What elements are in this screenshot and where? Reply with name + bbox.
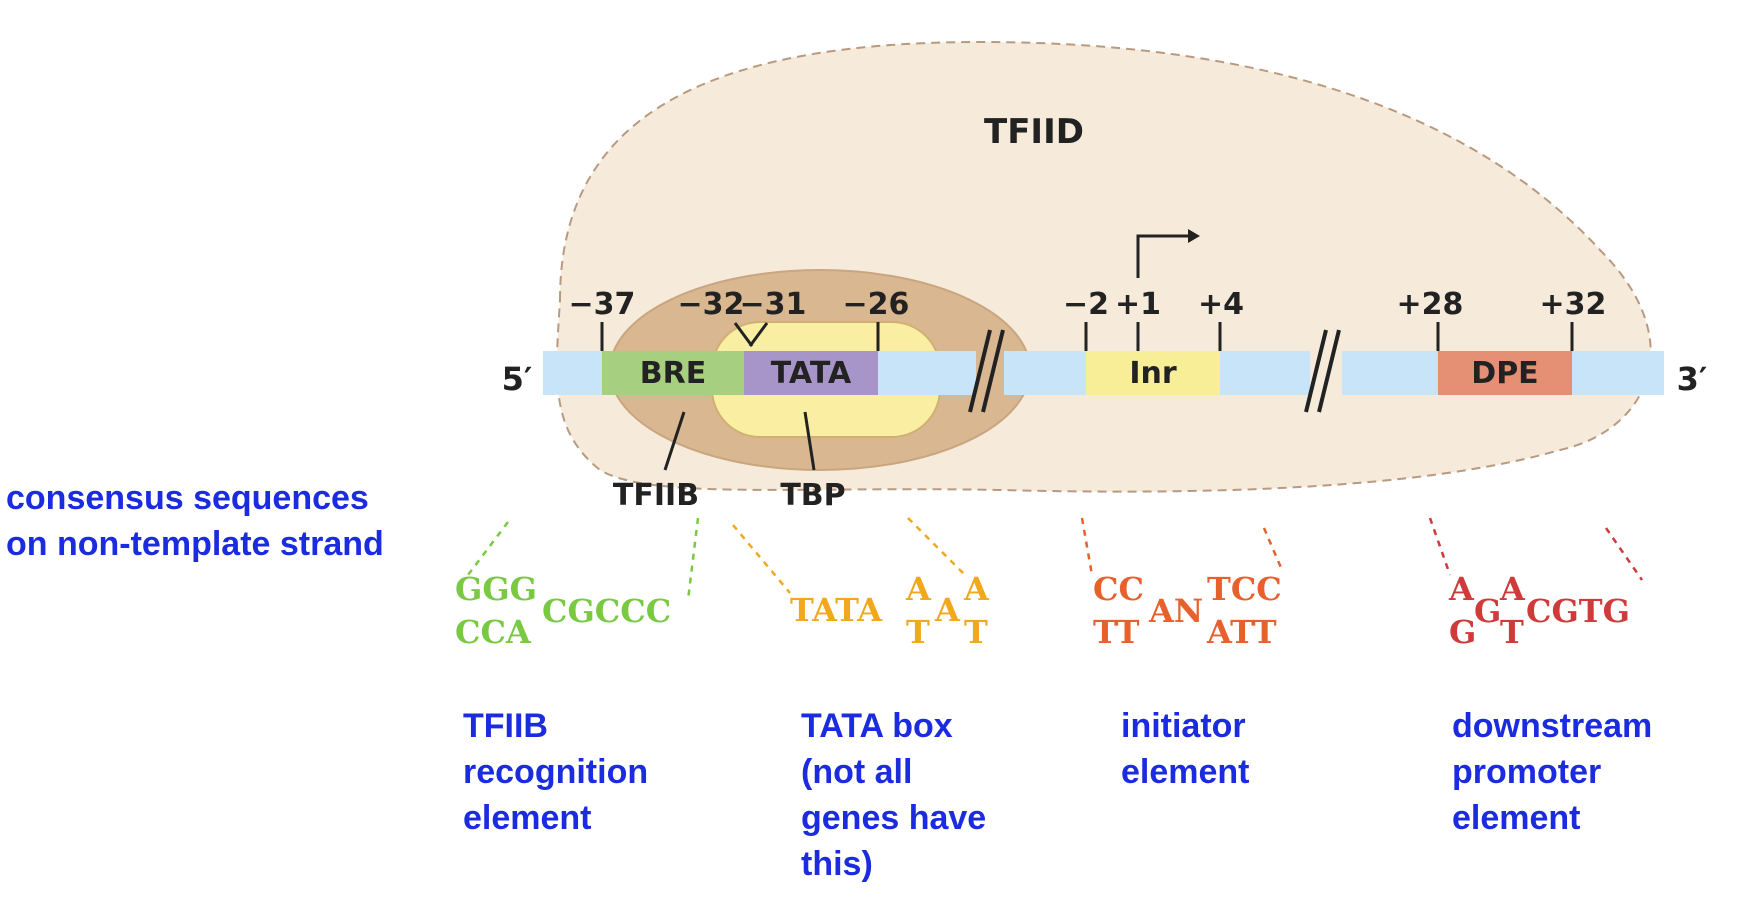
dpe-seq-c-bottom: T: [1500, 613, 1524, 651]
tata-desc-line-4: this): [801, 845, 873, 883]
position-minus-26: −26: [843, 287, 910, 322]
strand-break-2: [1304, 329, 1341, 413]
tata-label: TATA: [771, 356, 852, 391]
consensus-note-line-1: consensus sequences: [6, 479, 369, 517]
bre-connectors: [467, 517, 700, 601]
inr-seq-top2: TCC: [1207, 570, 1282, 608]
dpe-box: [1438, 351, 1572, 395]
tbp-factor-label: TBP: [780, 478, 845, 513]
bre-desc-line-1: TFIIB: [463, 707, 548, 745]
position-plus-1: +1: [1115, 287, 1161, 322]
bre-label: BRE: [640, 356, 706, 391]
bre-box: [602, 351, 744, 395]
tata-seq-head: TATA: [790, 591, 883, 629]
bre-seq-bottom: CCA: [455, 613, 532, 651]
three-prime-label: 3′: [1677, 360, 1708, 398]
consensus-note-line-2: on non-template strand: [6, 525, 384, 563]
dpe-connectors: [1428, 517, 1644, 581]
consensus-note: consensus sequences on non-template stra…: [6, 475, 384, 567]
position-ticks: [600, 322, 1574, 351]
tfiid-label: TFIID: [984, 112, 1084, 152]
inr-description: initiator element: [1121, 703, 1250, 795]
dpe-seq-a1-bottom: G: [1449, 613, 1476, 651]
strand-break-1: [968, 329, 1005, 413]
transcription-start-arrow: [1136, 229, 1200, 278]
dpe-description: downstream promoter element: [1452, 703, 1652, 841]
inr-seq-top1: CC: [1093, 570, 1144, 608]
inr-consensus-sequence: CC TT AN TCC ATT: [1093, 570, 1282, 651]
tata-box: [744, 351, 878, 395]
dpe-seq-c-top: A: [1499, 570, 1526, 608]
five-prime-label: 5′: [502, 360, 533, 398]
dpe-desc-line-2: promoter: [1452, 753, 1602, 791]
dpe-seq-a1-top: A: [1448, 570, 1475, 608]
tata-seq-alt2-bottom: T: [964, 613, 988, 651]
tata-seq-mid: A: [934, 591, 961, 629]
inr-label: Inr: [1129, 356, 1177, 391]
bre-desc-line-3: element: [463, 799, 592, 837]
bre-seq-tail: CGCCC: [542, 592, 671, 630]
position-plus-32: +32: [1540, 287, 1607, 322]
tfiib-factor-label: TFIIB: [613, 478, 699, 513]
tata-seq-alt2-top: A: [963, 570, 990, 608]
tata-description: TATA box (not all genes have this): [801, 703, 986, 887]
dpe-desc-line-3: element: [1452, 799, 1581, 837]
position-plus-28: +28: [1397, 287, 1464, 322]
position-plus-4: +4: [1198, 287, 1244, 322]
dpe-desc-line-1: downstream: [1452, 707, 1653, 745]
position-minus-2: −2: [1063, 287, 1109, 322]
bre-description: TFIIB recognition element: [463, 703, 648, 841]
position-minus-37: −37: [569, 287, 636, 322]
dpe-seq-tail: CGTG: [1526, 592, 1630, 630]
inr-seq-bottom1: TT: [1093, 613, 1140, 651]
inr-seq-mid: AN: [1148, 592, 1203, 630]
tata-seq-alt1-bottom: T: [906, 613, 930, 651]
inr-desc-line-2: element: [1121, 753, 1250, 791]
tfiib-pointer: [663, 411, 686, 471]
tata-desc-line-2: (not all: [801, 753, 913, 791]
dpe-seq-b: G: [1474, 592, 1501, 630]
tata-desc-line-3: genes have: [801, 799, 987, 837]
tata-desc-line-1: TATA box: [801, 707, 953, 745]
tbp-pointer: [803, 411, 816, 471]
position-minus-32: −32: [678, 287, 745, 322]
tata-connectors: [732, 517, 966, 594]
bre-consensus-sequence: GGG CCA CGCCC: [455, 570, 671, 651]
inr-seq-bottom2: ATT: [1206, 613, 1277, 651]
tata-seq-alt1-top: A: [905, 570, 932, 608]
inr-desc-line-1: initiator: [1121, 707, 1246, 745]
bre-desc-line-2: recognition: [463, 753, 649, 791]
dpe-label: DPE: [1471, 356, 1538, 391]
tata-consensus-sequence: TATA A T A A T: [790, 570, 990, 651]
inr-box: [1086, 351, 1220, 395]
bre-seq-top: GGG: [455, 570, 537, 608]
dpe-consensus-sequence: A G G A T CGTG: [1448, 570, 1630, 651]
position-minus-31: −31: [740, 287, 807, 322]
inr-connectors: [1080, 517, 1284, 576]
